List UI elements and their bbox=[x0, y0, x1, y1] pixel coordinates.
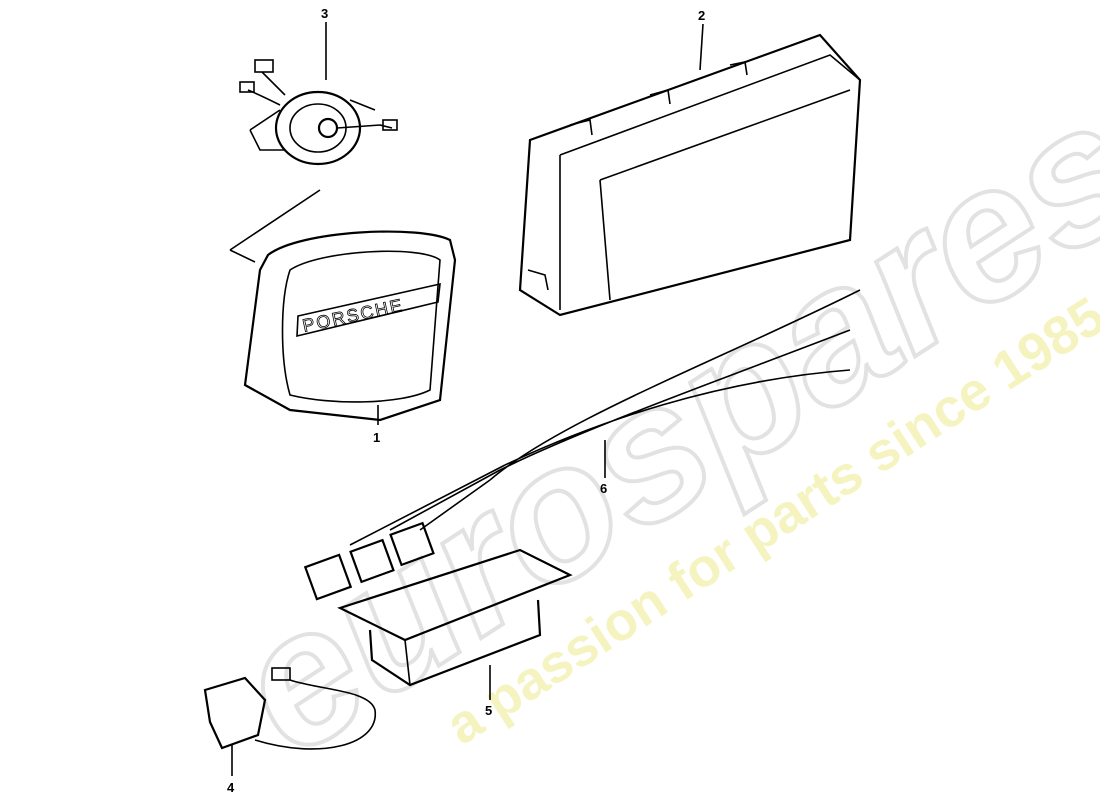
callout-5: 5 bbox=[485, 703, 492, 718]
callout-4: 4 bbox=[227, 780, 235, 795]
part-4-sensor bbox=[203, 667, 376, 750]
callout-3: 3 bbox=[321, 6, 328, 21]
part-2-passenger-airbag bbox=[518, 33, 862, 317]
part-3-clock-spring bbox=[239, 59, 398, 166]
part-6-wiring-harness bbox=[303, 289, 861, 601]
callout-2: 2 bbox=[698, 8, 705, 23]
part-5-control-unit bbox=[337, 548, 573, 687]
porsche-lettering: PORSCHE bbox=[301, 295, 406, 336]
callout-6: 6 bbox=[600, 481, 607, 496]
callout-1: 1 bbox=[373, 430, 380, 445]
part-1-airbag-module: PORSCHE bbox=[229, 189, 457, 422]
watermark: eurospares a passion for parts since 198… bbox=[197, 57, 1100, 797]
leader-lines bbox=[231, 22, 704, 776]
